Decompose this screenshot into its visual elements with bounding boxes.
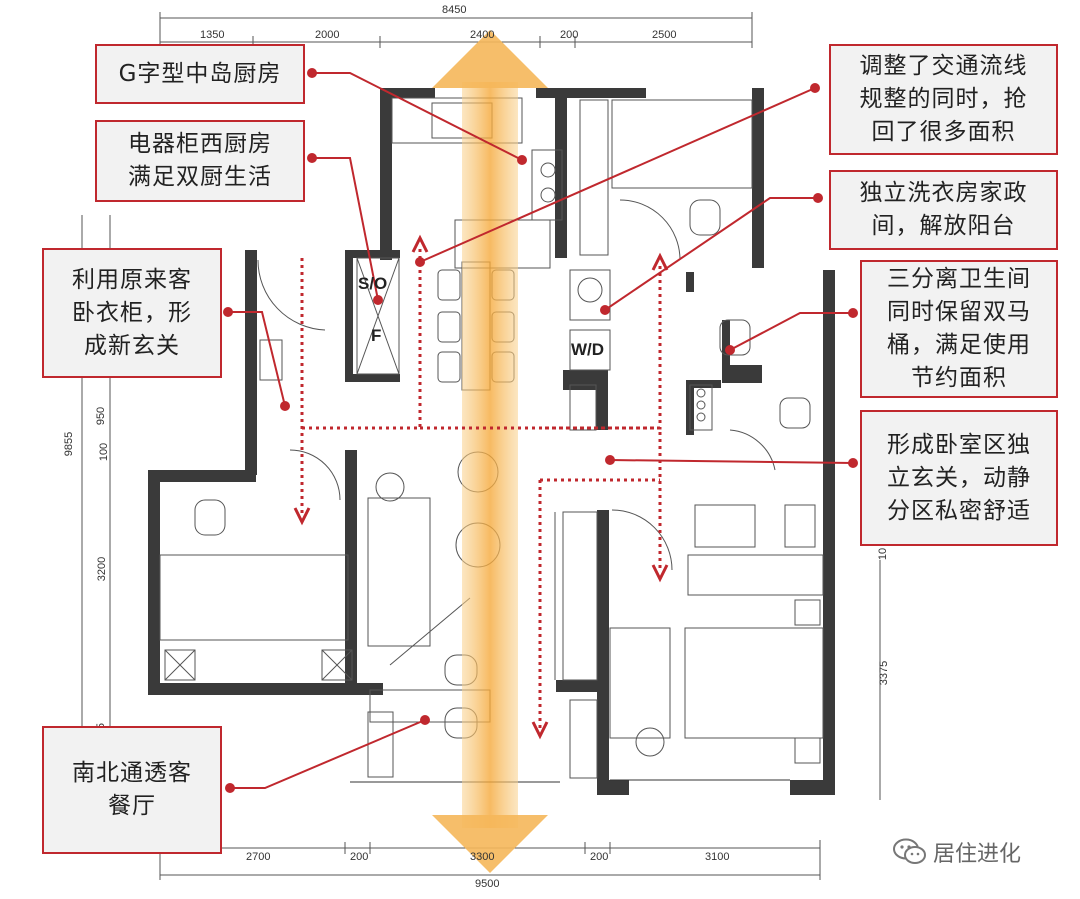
- wechat-icon: [893, 838, 926, 864]
- callout-traffic: 调整了交通流线 规整的同时，抢 回了很多面积: [829, 44, 1058, 155]
- dim-bottom-2: 200: [350, 851, 369, 863]
- dim-left-total: 9855: [63, 431, 76, 457]
- callout-entrance: 利用原来客 卧衣柜，形 成新玄关: [42, 248, 222, 378]
- dim-top-2: 2000: [315, 29, 340, 41]
- fixture-f-label: F: [371, 326, 382, 345]
- callout-bedroom-entry: 形成卧室区独 立玄关，动静 分区私密舒适: [860, 410, 1058, 546]
- dim-bottom-5: 3100: [705, 851, 730, 863]
- callout-living: 南北通透客 餐厅: [42, 726, 222, 854]
- dim-top-5: 2500: [652, 29, 677, 41]
- dim-bottom-total: 9500: [475, 878, 500, 890]
- callout-g-kitchen: G字型中岛厨房: [95, 44, 305, 104]
- dim-top-4: 200: [560, 29, 579, 41]
- north-south-arrow: [432, 30, 548, 873]
- leader-dots: [223, 68, 858, 793]
- dim-right-2: 10: [877, 547, 890, 561]
- watermark-text: 居住进化: [933, 842, 1022, 867]
- dim-left-3: 3200: [96, 556, 109, 582]
- callout-laundry: 独立洗衣房家政 间，解放阳台: [829, 170, 1058, 250]
- dim-top-1: 1350: [200, 29, 225, 41]
- dim-left-1: 950: [95, 406, 108, 426]
- callout-bathroom: 三分离卫生间 同时保留双马 桶，满足使用 节约面积: [860, 260, 1058, 398]
- callout-western-kitchen: 电器柜西厨房 满足双厨生活: [95, 120, 305, 202]
- dim-top-total: 8450: [442, 4, 467, 16]
- traffic-flow-lines: [300, 245, 662, 728]
- watermark: 居住进化: [893, 836, 1021, 868]
- dim-left-2: 100: [98, 442, 111, 462]
- dim-top-3: 2400: [470, 29, 495, 41]
- walls: [148, 88, 835, 795]
- flow-arrowheads: [293, 234, 669, 740]
- fixture-so-label: S/O: [358, 274, 388, 293]
- dim-bottom-4: 200: [590, 851, 609, 863]
- leader-lines: [228, 72, 854, 789]
- fixture-wd-label: W/D: [571, 340, 605, 359]
- dim-right-1: 3375: [878, 660, 891, 686]
- dim-bottom-3: 3300: [470, 851, 495, 863]
- dim-bottom-1: 2700: [246, 851, 271, 863]
